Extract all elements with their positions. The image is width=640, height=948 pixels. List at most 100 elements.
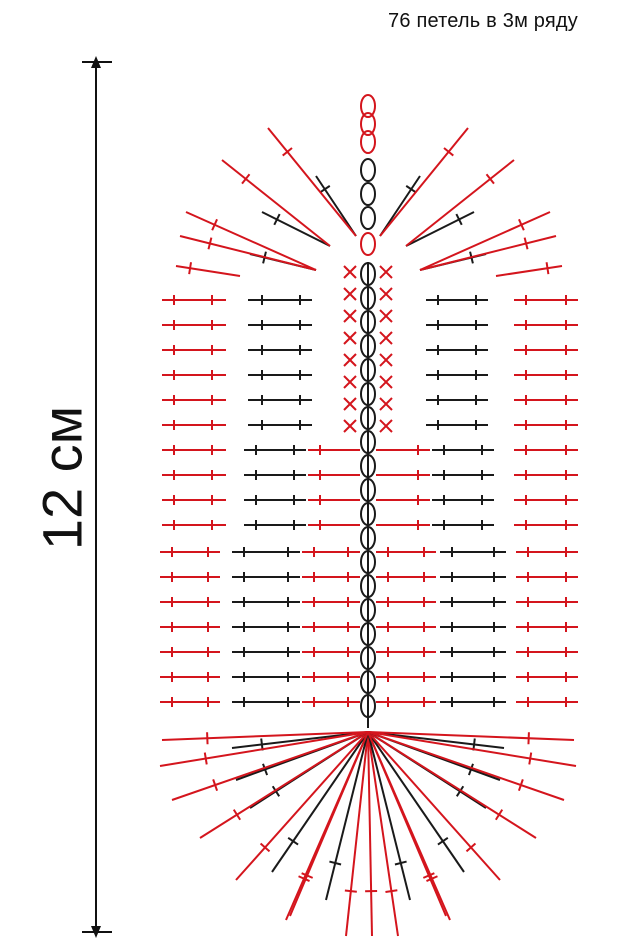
stitch-symbol (440, 597, 506, 607)
stitch-symbol (514, 420, 578, 430)
stitch-symbol (376, 572, 436, 582)
stitch-symbol (514, 495, 578, 505)
stitch-symbol (426, 345, 488, 355)
chain-stitch (360, 574, 376, 598)
chain-stitch (360, 526, 376, 550)
stitch-symbol (432, 470, 494, 480)
stitch-symbol (162, 470, 226, 480)
single-crochet (379, 265, 393, 279)
chain-stitch (360, 286, 376, 310)
stitch-symbol (232, 597, 300, 607)
chain-stitch (360, 262, 376, 286)
stitch-symbol (376, 495, 430, 505)
stitch-symbol (308, 445, 360, 455)
foundation-chain (360, 94, 376, 728)
stitch-symbol (367, 731, 399, 937)
pattern-title: 76 петель в 3м ряду (388, 10, 578, 32)
stitch-symbol (344, 731, 369, 937)
stitch-symbol (185, 211, 317, 271)
stitch-symbol (248, 395, 312, 405)
single-crochet (379, 331, 393, 345)
stitch-symbol (302, 672, 360, 682)
stitch-symbol (379, 175, 421, 237)
stitch-symbol (376, 547, 436, 557)
stitch-symbol (162, 345, 226, 355)
stitch-symbol (160, 622, 220, 632)
stitch-symbol (440, 697, 506, 707)
stitch-symbol (405, 159, 515, 247)
stitch-symbol (232, 697, 300, 707)
stitch-symbol (440, 547, 506, 557)
stitch-symbol (162, 370, 226, 380)
stitch-layer (159, 127, 578, 937)
stitch-symbol (159, 731, 369, 767)
stitch-symbol (235, 731, 369, 881)
stitch-symbol (367, 731, 465, 873)
chain-stitch (360, 232, 376, 256)
stitch-symbol (514, 520, 578, 530)
stitch-symbol (267, 127, 357, 237)
chain-stitch (360, 694, 376, 718)
stitch-symbol (160, 572, 220, 582)
stitch-symbol (160, 647, 220, 657)
stitch-symbol (162, 495, 226, 505)
single-crochet (343, 287, 357, 301)
single-crochet (379, 353, 393, 367)
chain-stitch (360, 112, 376, 136)
stitch-symbol (514, 320, 578, 330)
stitch-symbol (419, 235, 557, 271)
stitch-symbol (514, 370, 578, 380)
chain-stitch (360, 310, 376, 334)
stitch-symbol (367, 731, 575, 745)
stitch-symbol (179, 235, 317, 271)
stitch-symbol (221, 159, 331, 247)
stitch-symbol (271, 731, 369, 873)
stitch-symbol (175, 262, 241, 277)
stitch-symbol (405, 211, 475, 247)
stitch-symbol (162, 445, 226, 455)
stitch-symbol (514, 470, 578, 480)
stitch-symbol (302, 597, 360, 607)
stitch-symbol (376, 622, 436, 632)
stitch-symbol (440, 672, 506, 682)
single-crochet (343, 309, 357, 323)
stitch-symbol (308, 520, 360, 530)
stitch-symbol (302, 622, 360, 632)
chain-stitch (360, 382, 376, 406)
stitch-symbol (160, 672, 220, 682)
single-crochet (379, 287, 393, 301)
single-crochet (379, 375, 393, 389)
stitch-symbol (325, 731, 369, 901)
stitch-symbol (432, 520, 494, 530)
stitch-symbol (162, 295, 226, 305)
stitch-symbol (379, 127, 469, 237)
stitch-symbol (302, 572, 360, 582)
single-crochet (379, 397, 393, 411)
stitch-symbol (160, 597, 220, 607)
stitch-symbol (244, 445, 306, 455)
stitch-symbol (440, 572, 506, 582)
stitch-symbol (248, 345, 312, 355)
stitch-symbol (162, 420, 226, 430)
stitch-symbol (514, 445, 578, 455)
stitch-symbol (308, 495, 360, 505)
stitch-symbol (161, 731, 369, 745)
single-crochet (343, 331, 357, 345)
stitch-symbol (440, 647, 506, 657)
stitch-symbol (516, 597, 578, 607)
single-crochet (379, 309, 393, 323)
chain-stitch (360, 454, 376, 478)
chain-stitch (360, 334, 376, 358)
stitch-symbol (516, 547, 578, 557)
stitch-symbol (495, 262, 563, 277)
stitch-symbol (232, 547, 300, 557)
chain-stitch (360, 478, 376, 502)
stitch-symbol (171, 731, 369, 801)
stitch-symbol (516, 672, 578, 682)
stitch-symbol (162, 520, 226, 530)
single-crochet (343, 353, 357, 367)
chain-stitch (360, 206, 376, 230)
stitch-symbol (232, 572, 300, 582)
stitch-symbol (440, 622, 506, 632)
